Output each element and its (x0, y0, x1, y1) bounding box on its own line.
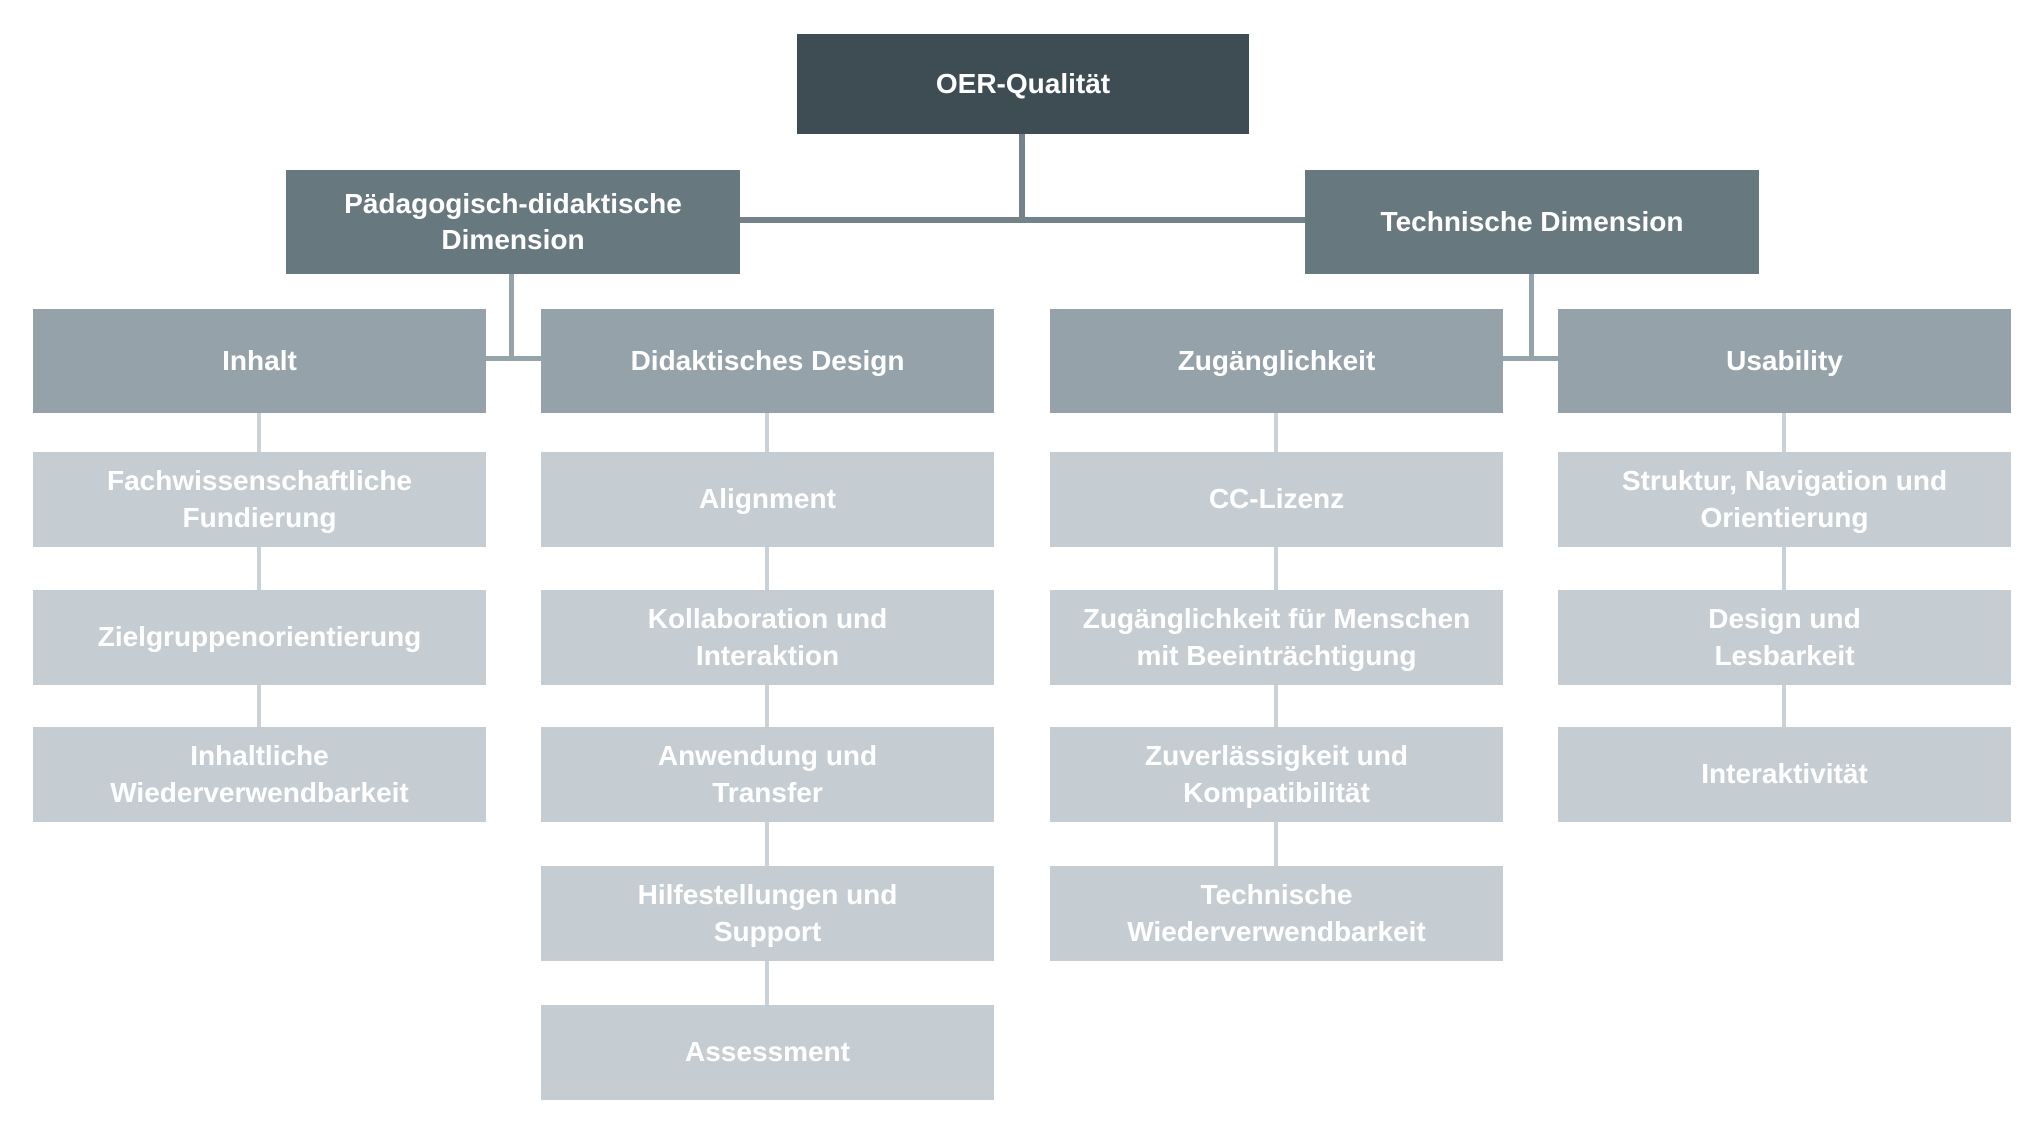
edge-col2-seg5 (765, 961, 769, 1005)
edge-col2-seg4 (765, 822, 769, 866)
node-leaf-interaktivitaet: Interaktivität (1558, 727, 2011, 822)
node-header-zugaenglichkeit: Zugänglichkeit (1050, 309, 1503, 413)
node-dimension-technisch: Technische Dimension (1305, 170, 1759, 274)
node-leaf-technische-wiederverwendbarkeit: Technische Wiederverwendbarkeit (1050, 866, 1503, 961)
edge-dim-technisch-vertical (1529, 274, 1534, 358)
node-leaf-hilfestellungen-und-support: Hilfestellungen und Support (541, 866, 994, 961)
edge-col1-seg3 (257, 685, 261, 727)
node-leaf-zielgruppenorientierung: Zielgruppenorientierung (33, 590, 486, 685)
edge-col1-seg2 (257, 547, 261, 590)
node-header-didaktisches-design: Didaktisches Design (541, 309, 994, 413)
node-oer-qualitaet: OER-Qualität (797, 34, 1249, 134)
edge-col4-seg3 (1782, 685, 1786, 727)
edge-col2-seg1 (765, 413, 769, 452)
node-leaf-inhaltliche-wiederverwendbarkeit: Inhaltliche Wiederverwendbarkeit (33, 727, 486, 822)
node-leaf-zugaenglichkeit-fuer-menschen: Zugänglichkeit für Menschen mit Beeinträ… (1050, 590, 1503, 685)
edge-root-vertical (1019, 134, 1025, 218)
node-header-usability: Usability (1558, 309, 2011, 413)
edge-col3-seg2 (1274, 547, 1278, 590)
edge-col2-seg2 (765, 547, 769, 590)
node-leaf-struktur-navigation-orientierung: Struktur, Navigation und Orientierung (1558, 452, 2011, 547)
node-leaf-assessment: Assessment (541, 1005, 994, 1100)
node-leaf-fachwissenschaftliche-fundierung: Fachwissenschaftliche Fundierung (33, 452, 486, 547)
node-leaf-design-und-lesbarkeit: Design und Lesbarkeit (1558, 590, 2011, 685)
edge-col3-seg3 (1274, 685, 1278, 727)
edge-col2-seg3 (765, 685, 769, 727)
edge-dim-paedagogisch-vertical (509, 274, 514, 358)
edge-col1-seg1 (257, 413, 261, 452)
edge-root-horizontal (740, 217, 1305, 223)
edge-col3-seg1 (1274, 413, 1278, 452)
node-leaf-alignment: Alignment (541, 452, 994, 547)
node-leaf-anwendung-und-transfer: Anwendung und Transfer (541, 727, 994, 822)
node-leaf-kollaboration-und-interaktion: Kollaboration und Interaktion (541, 590, 994, 685)
edge-dim-technisch-horizontal (1503, 356, 1558, 361)
node-leaf-cc-lizenz: CC-Lizenz (1050, 452, 1503, 547)
edge-dim-paedagogisch-horizontal (486, 356, 541, 361)
edge-col4-seg2 (1782, 547, 1786, 590)
node-dimension-paedagogisch-didaktisch: Pädagogisch-didaktische Dimension (286, 170, 740, 274)
edge-col3-seg4 (1274, 822, 1278, 866)
node-leaf-zuverlaessigkeit-und-kompatibilitaet: Zuverlässigkeit und Kompatibilität (1050, 727, 1503, 822)
edge-col4-seg1 (1782, 413, 1786, 452)
node-header-inhalt: Inhalt (33, 309, 486, 413)
